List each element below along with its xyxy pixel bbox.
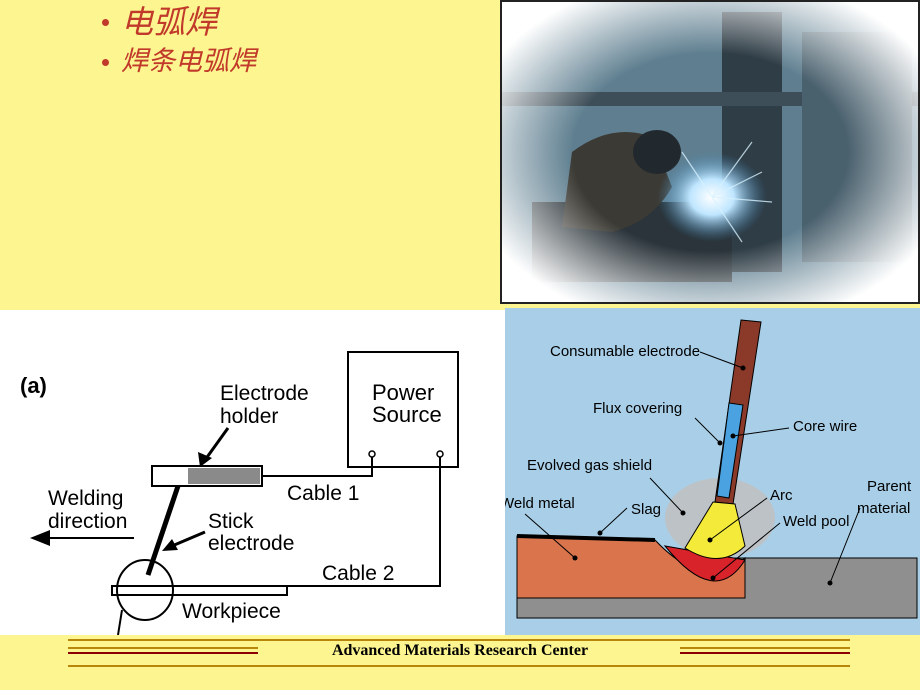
electrode-cross-section-diagram: Consumable electrode Flux covering Core … (505, 308, 920, 635)
electrode-holder-label-1: Electrode (220, 382, 309, 405)
flux-covering-label: Flux covering (593, 400, 682, 417)
stick-electrode-label-1: Stick (208, 510, 254, 533)
parent-material-label-1: Parent (867, 478, 912, 495)
bullet-list: 电弧焊 焊条电弧焊 (102, 2, 256, 80)
arc-label: Arc (770, 487, 793, 504)
welding-direction-label-2: direction (48, 510, 127, 533)
panel-label: (a) (20, 373, 47, 398)
arc-zone-circle (116, 559, 174, 621)
slag-label: Slag (631, 501, 661, 518)
welding-direction-label-1: Welding (48, 487, 124, 510)
cross-section-svg: Consumable electrode Flux covering Core … (505, 308, 920, 635)
core-wire (716, 402, 744, 499)
footer-text: Advanced Materials Research Center (331, 642, 589, 659)
weld-pool-label: Weld pool (783, 513, 849, 530)
stick-electrode-label-2: electrode (208, 532, 294, 555)
cable2-label: Cable 2 (322, 562, 394, 585)
bullet-main-text: 电弧焊 (121, 3, 218, 41)
welder-photo (500, 0, 920, 304)
power-source-label-1: Power (372, 380, 434, 405)
footer: Advanced Materials Research Center (0, 635, 920, 690)
parent-material-label-2: material (857, 500, 910, 517)
workpiece-label: Workpiece (182, 600, 281, 623)
cable1-label: Cable 1 (287, 482, 359, 505)
bullet-dot (102, 18, 109, 26)
bullet-main: 电弧焊 (102, 2, 256, 42)
welder-photo-icon (502, 2, 918, 302)
gas-shield-label: Evolved gas shield (527, 457, 652, 474)
power-source-label-2: Source (372, 402, 442, 427)
weld-metal-label: Weld metal (505, 495, 575, 512)
arrow-left-icon (30, 530, 50, 546)
bullet-sub: 焊条电弧焊 (102, 44, 256, 80)
bullet-sub-text: 焊条电弧焊 (121, 46, 256, 77)
consumable-electrode-label: Consumable electrode (550, 343, 700, 360)
footer-right-line (680, 647, 850, 649)
footer-top-line (68, 639, 850, 641)
shielded-metal-arc-circuit-diagram: (a) Power Source Electrode holder Cable … (0, 310, 505, 635)
arc (684, 501, 746, 559)
footer-left-line (68, 652, 258, 654)
core-wire-label: Core wire (793, 418, 857, 435)
bullet-dot (102, 58, 109, 66)
power-source-box (347, 351, 459, 468)
circuit-diagram-svg: (a) Power Source Electrode holder Cable … (20, 351, 459, 635)
footer-left-line (68, 647, 258, 649)
footer-right-line (680, 652, 850, 654)
holder-grip (188, 468, 260, 484)
slag-layer (516, 534, 656, 542)
weld-pool (663, 545, 746, 582)
workpiece-plate (111, 585, 288, 596)
electrode-holder-label-2: holder (220, 405, 278, 428)
footer-bottom-line (68, 665, 850, 667)
